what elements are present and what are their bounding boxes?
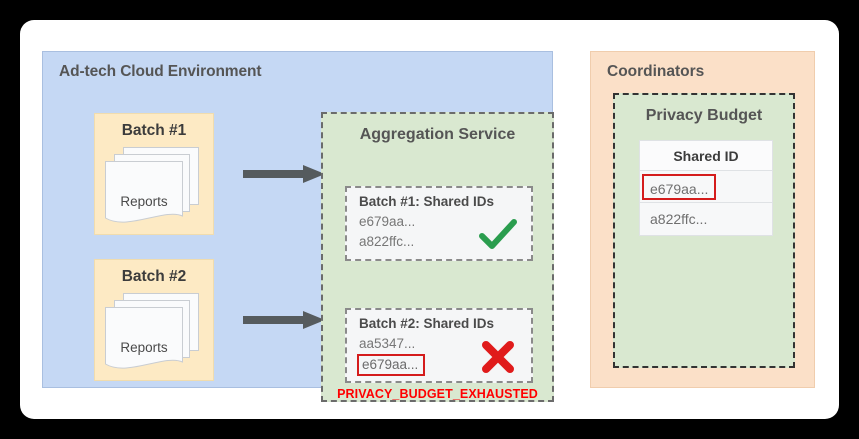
batch-card-1: Batch #1 Reports [94,113,214,235]
table-row: a822ffc... [640,203,772,235]
aggregation-batch-1-title: Batch #1: Shared IDs [359,194,495,209]
right-arrow-icon-2 [243,311,325,329]
reports-document-stack-icon: Reports [105,147,206,225]
coordinators-panel-title: Coordinators [607,63,705,80]
highlighted-shared-id-cell: e679aa... [642,174,717,200]
table-row: e679aa... [640,171,772,203]
reports-label: Reports [120,340,168,355]
coordinators-panel: Coordinators Privacy Budget Shared ID e6… [590,51,815,388]
shared-id-value: aa5347... [359,336,416,351]
diagram-canvas: Ad-tech Cloud Environment Batch #1 Repor… [20,20,839,419]
document-sheet-front: Reports [105,307,183,371]
reports-document-stack-icon: Reports [105,293,206,371]
privacy-budget-error-message: PRIVACY_BUDGET_EXHAUSTED [337,387,538,401]
batch-card-2: Batch #2 Reports [94,259,214,381]
batch-card-1-title: Batch #1 [121,122,187,139]
aggregation-batch-2-box: Batch #2: Shared IDs aa5347... e679aa... [345,308,533,383]
privacy-budget-panel: Privacy Budget Shared ID e679aa... a822f… [613,93,795,368]
flagged-shared-id-value: e679aa... [357,354,426,376]
shared-id-value: a822ffc... [359,234,415,249]
aggregation-batch-1-box: Batch #1: Shared IDs e679aa... a822ffc..… [345,186,533,261]
batch-card-2-title: Batch #2 [121,268,187,285]
red-x-icon [479,340,517,374]
aggregation-batch-2-title: Batch #2: Shared IDs [359,316,495,331]
adtech-cloud-environment-panel: Ad-tech Cloud Environment Batch #1 Repor… [42,51,554,402]
privacy-budget-title: Privacy Budget [645,107,763,124]
aggregation-service-panel: Aggregation Service Batch #1: Shared IDs… [321,112,554,402]
shared-id-value: e679aa... [359,214,416,229]
reports-label: Reports [120,194,168,209]
aggregation-service-title: Aggregation Service [359,126,516,143]
adtech-panel-title: Ad-tech Cloud Environment [59,63,262,80]
green-check-icon [479,218,517,252]
shared-id-table: Shared ID e679aa... a822ffc... [639,140,773,236]
document-sheet-front: Reports [105,161,183,225]
right-arrow-icon-1 [243,165,325,183]
shared-id-table-header: Shared ID [640,141,772,171]
